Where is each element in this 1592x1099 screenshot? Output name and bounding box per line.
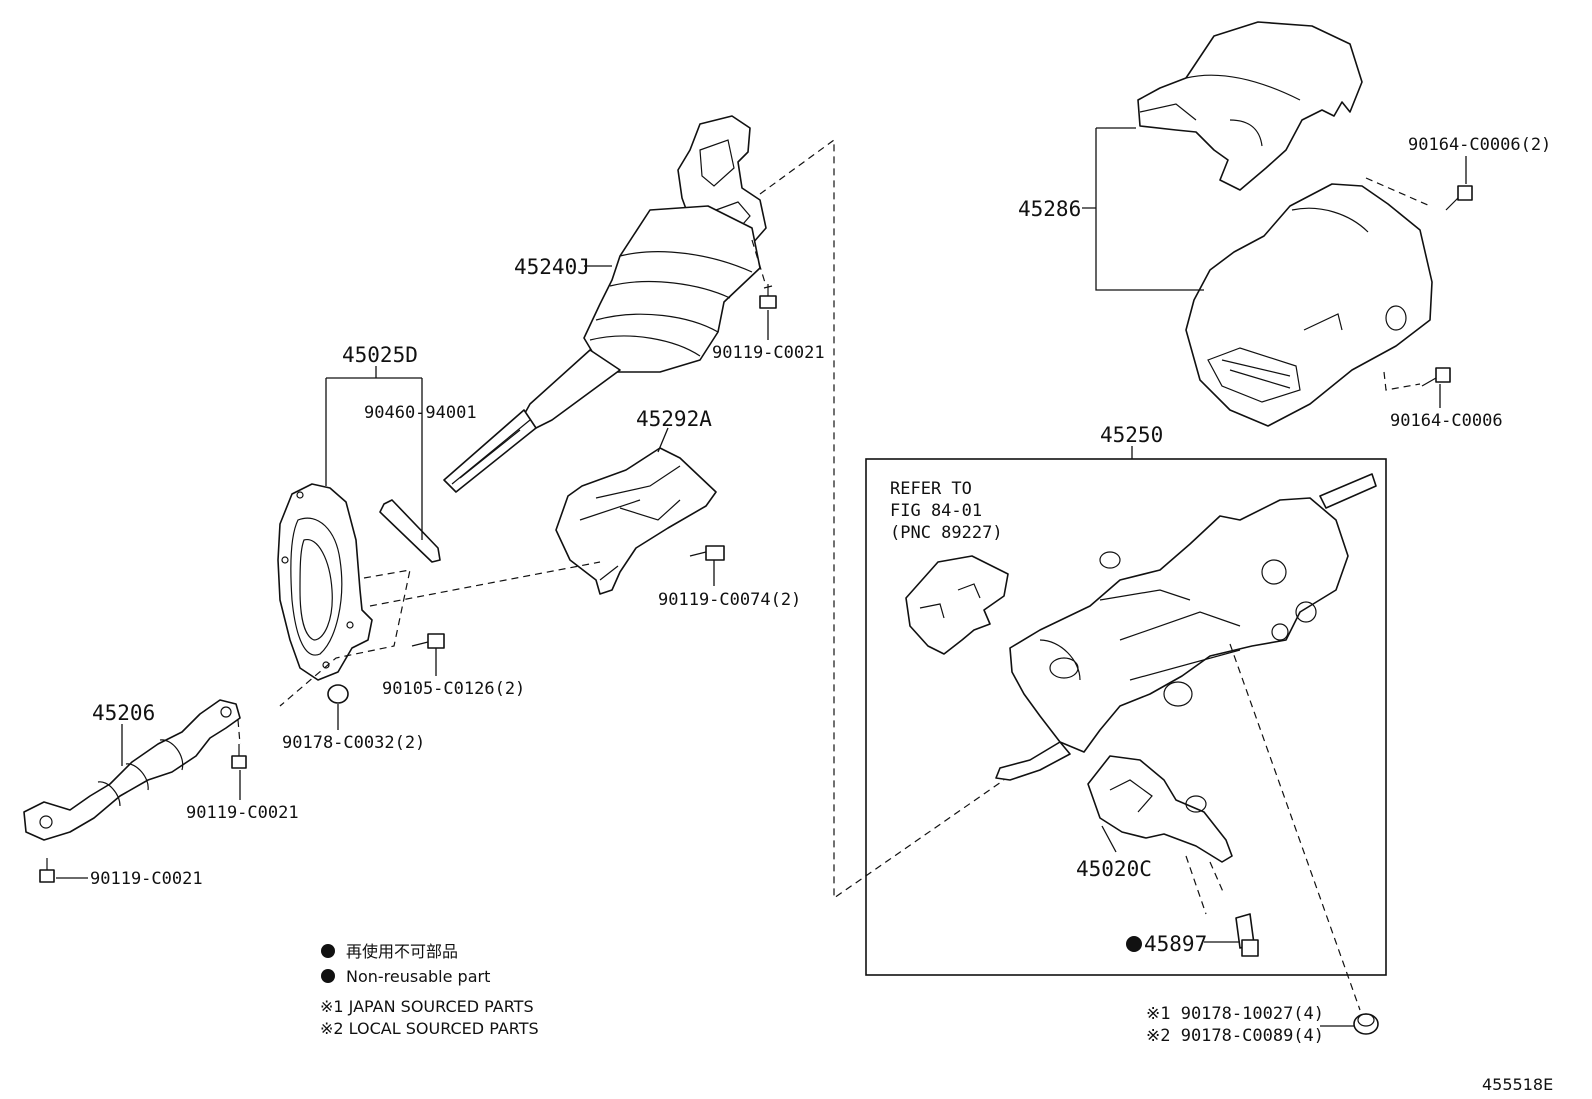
label-fig-84-01: FIG 84-01 bbox=[890, 501, 982, 521]
bolt-90119-C0021-mid[interactable] bbox=[231, 744, 247, 769]
bolt-90119-C0021-bottom[interactable] bbox=[39, 858, 55, 883]
screw-90164-C0006[interactable] bbox=[1421, 367, 1451, 387]
label-90164-C0006: 90164-C0006 bbox=[1390, 411, 1503, 431]
lock-assembly-45020C[interactable] bbox=[1087, 755, 1233, 863]
label-45286: 45286 bbox=[1018, 197, 1081, 221]
dash-nut bbox=[1229, 643, 1361, 1011]
nut-90178-C0032[interactable] bbox=[327, 684, 349, 704]
legend-local-sourced: ※2 LOCAL SOURCED PARTS bbox=[320, 1019, 539, 1038]
figure-id: 455518E bbox=[1482, 1075, 1553, 1094]
dash-plate-bracket bbox=[279, 569, 411, 707]
dash-45897 bbox=[1185, 855, 1207, 915]
dash-45897-b bbox=[1209, 861, 1225, 895]
label-refer-to: REFER TO bbox=[890, 479, 972, 499]
label-90105-C0126: 90105-C0126(2) bbox=[382, 679, 525, 699]
label-45025D: 45025D bbox=[342, 343, 418, 367]
bracket-45292A[interactable] bbox=[555, 447, 717, 595]
bolt-45897[interactable] bbox=[1235, 913, 1259, 957]
label-45292A: 45292A bbox=[636, 407, 712, 431]
dash-45206-bolt bbox=[237, 719, 241, 745]
bracket-89227-ref[interactable] bbox=[905, 555, 1009, 655]
label-90119-C0074: 90119-C0074(2) bbox=[658, 590, 801, 610]
dash-plate-to-bolt bbox=[369, 561, 601, 607]
column-cover-lower-45286[interactable] bbox=[1185, 183, 1433, 427]
label-90119-C0021-top: 90119-C0021 bbox=[712, 343, 825, 363]
label-90178-C0032: 90178-C0032(2) bbox=[282, 733, 425, 753]
label-90119-C0021-mid: 90119-C0021 bbox=[186, 803, 299, 823]
label-45240J: 45240J bbox=[514, 255, 590, 279]
label-90119-C0021-bottom: 90119-C0021 bbox=[90, 869, 203, 889]
label-45250: 45250 bbox=[1100, 423, 1163, 447]
label-45206: 45206 bbox=[92, 701, 155, 725]
sliding-yoke-45206[interactable] bbox=[23, 699, 241, 841]
label-90164-C0006-2: 90164-C0006(2) bbox=[1408, 135, 1551, 155]
seal-90460-94001[interactable] bbox=[379, 499, 441, 563]
legend-non-reusable: Non-reusable part bbox=[346, 967, 490, 986]
dash-shaft-to-column bbox=[759, 138, 1005, 900]
bolt-90105-C0126[interactable] bbox=[411, 633, 445, 649]
label-45897: 45897 bbox=[1144, 932, 1207, 956]
hole-cover-plate-45025D[interactable] bbox=[277, 483, 373, 681]
label-90460-94001: 90460-94001 bbox=[364, 403, 477, 423]
steering-column-assembly-45250[interactable] bbox=[995, 473, 1377, 781]
screw-90164-C0006-2[interactable] bbox=[1445, 185, 1473, 211]
label-pnc-89227: (PNC 89227) bbox=[890, 523, 1003, 543]
legend-dot-en bbox=[321, 969, 335, 983]
dash-cover-screw-2 bbox=[1383, 371, 1421, 391]
dash-top-bolt bbox=[751, 239, 767, 287]
intermediate-shaft-45240J[interactable] bbox=[443, 115, 767, 493]
label-45020C: 45020C bbox=[1076, 857, 1152, 881]
bolt-90119-C0074[interactable] bbox=[689, 545, 725, 561]
nut-90178-10027[interactable] bbox=[1353, 1013, 1379, 1035]
non-reusable-dot-45897 bbox=[1126, 936, 1142, 952]
label-90178-10027: ※1 90178-10027(4) bbox=[1146, 1004, 1324, 1024]
legend-dot-jp bbox=[321, 944, 335, 958]
legend-japan-sourced: ※1 JAPAN SOURCED PARTS bbox=[320, 997, 534, 1016]
column-cover-upper-45286[interactable] bbox=[1137, 21, 1363, 191]
legend-non-reusable-jp: 再使用不可部品 bbox=[346, 942, 458, 961]
bolt-90119-C0021-top[interactable] bbox=[759, 284, 777, 309]
column-assembly-45250-box bbox=[865, 458, 1387, 976]
label-90178-C0089: ※2 90178-C0089(4) bbox=[1146, 1026, 1324, 1046]
